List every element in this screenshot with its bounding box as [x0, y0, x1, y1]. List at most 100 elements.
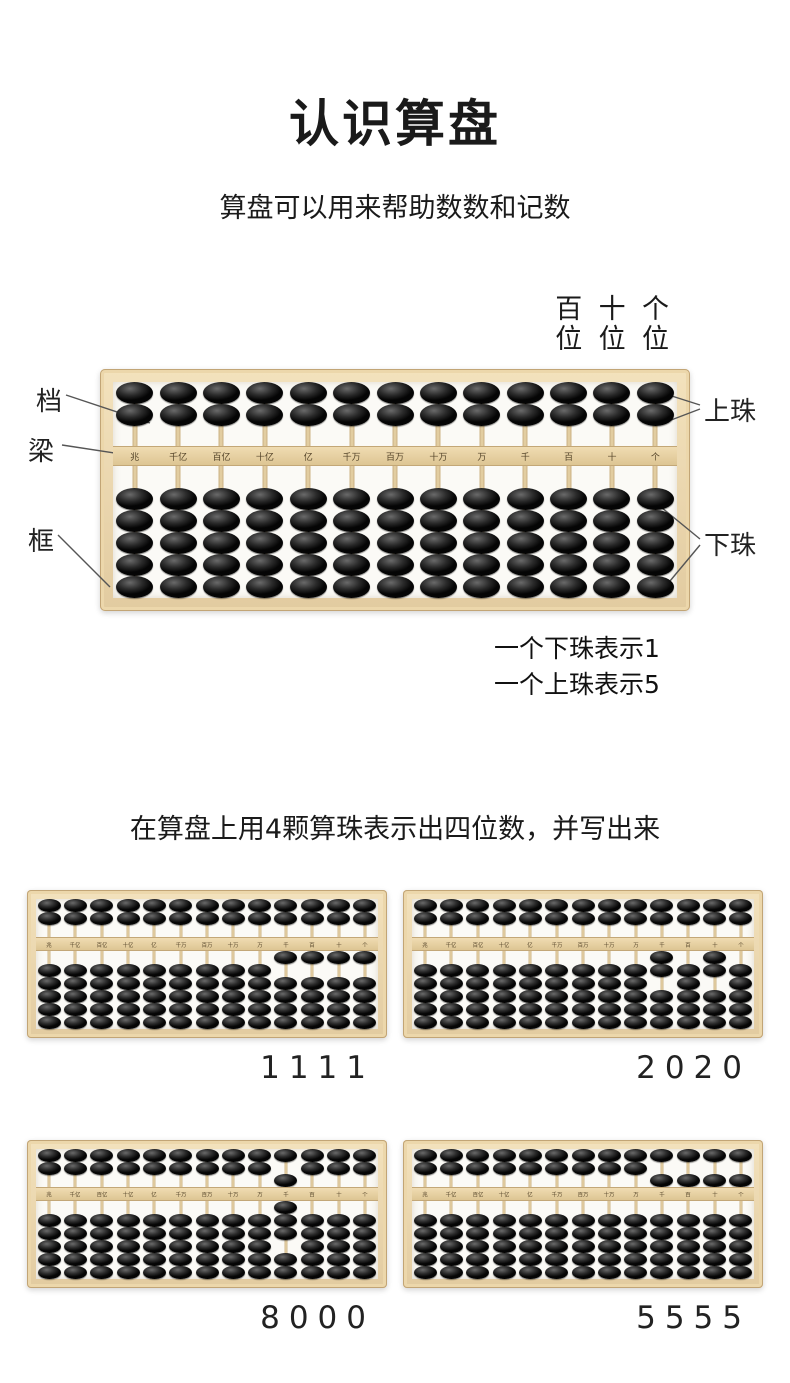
lower-bead — [676, 1253, 700, 1266]
upper-bead — [353, 912, 377, 925]
place-value-label: 千亿 — [446, 1191, 457, 1199]
abacus-rod-column: 十万 — [220, 1149, 247, 1279]
place-value-label: 万 — [477, 452, 487, 463]
lower-bead — [506, 576, 544, 598]
upper-bead — [703, 1149, 727, 1162]
upper-bead — [419, 404, 457, 426]
upper-bead — [116, 1149, 140, 1162]
lower-bead — [419, 554, 457, 576]
upper-deck — [491, 899, 517, 937]
lower-bead — [597, 964, 621, 977]
abacus-rod-column: 千万 — [167, 1149, 194, 1279]
lower-bead — [142, 1253, 166, 1266]
abacus-rod-column: 千 — [503, 382, 547, 598]
lower-bead — [492, 1214, 516, 1227]
beam: 十亿 — [490, 1187, 518, 1201]
beam: 兆 — [412, 937, 439, 951]
lower-bead — [703, 1240, 727, 1253]
abacus-rod-column: 百万 — [373, 382, 417, 598]
upper-bead — [169, 1162, 193, 1175]
lower-bead — [142, 990, 166, 1003]
lower-bead — [571, 964, 595, 977]
lower-bead — [37, 1003, 61, 1016]
lower-bead — [729, 1240, 753, 1253]
lower-bead — [463, 488, 501, 510]
lower-bead — [333, 488, 371, 510]
label-frame: 框 — [28, 527, 55, 557]
lower-bead — [624, 964, 648, 977]
place-value-label: 千 — [520, 452, 530, 463]
lower-bead — [246, 554, 284, 576]
beam: 兆 — [36, 937, 63, 951]
beam: 十万 — [220, 1187, 247, 1201]
lower-bead — [327, 1227, 351, 1240]
lower-bead — [248, 977, 272, 990]
lower-bead — [506, 488, 544, 510]
lower-bead — [63, 1003, 87, 1016]
lower-bead — [37, 1227, 61, 1240]
abacus-rod-column: 十 — [701, 1149, 728, 1279]
lower-deck — [465, 1201, 491, 1279]
abacus-inner-frame: 兆千亿百亿十亿亿千万百万十万万千百十个 — [36, 899, 379, 1029]
abacus-rod-column: 十亿 — [243, 382, 287, 598]
beam: 百亿 — [464, 1187, 491, 1201]
place-value-label: 个 — [362, 941, 368, 949]
lower-bead — [439, 1253, 463, 1266]
abacus-rod-column: 千亿 — [438, 899, 465, 1029]
lower-bead — [248, 964, 272, 977]
lower-deck — [194, 1201, 220, 1279]
place-char: 个 — [641, 294, 669, 325]
place-value-label: 亿 — [527, 1191, 534, 1199]
upper-bead — [518, 1149, 542, 1162]
upper-bead — [169, 912, 193, 925]
upper-deck — [728, 1149, 754, 1187]
beam: 百万 — [569, 937, 597, 951]
abacus-rod-column: 十万 — [596, 899, 623, 1029]
place-value-label: 百万 — [386, 452, 405, 463]
lower-bead — [300, 1003, 324, 1016]
place-value-label: 十 — [335, 1191, 342, 1199]
upper-bead — [413, 912, 437, 925]
lower-deck — [168, 951, 194, 1029]
upper-bead — [289, 404, 327, 426]
upper-deck — [200, 382, 243, 446]
upper-bead — [221, 912, 245, 925]
lower-deck — [649, 1201, 675, 1279]
place-value-label: 百 — [564, 452, 574, 463]
lower-bead — [274, 1253, 298, 1266]
upper-deck — [517, 1149, 543, 1187]
lower-bead — [597, 1253, 621, 1266]
lower-bead — [116, 964, 140, 977]
label-rod: 档 — [36, 387, 63, 417]
note-lower-bead-value: 一个下珠表示1 — [494, 634, 660, 663]
abacus-rod-column: 百亿 — [199, 382, 244, 598]
abacus-rod-column: 个 — [351, 899, 379, 1029]
lower-bead — [142, 1214, 166, 1227]
upper-bead — [353, 899, 377, 912]
upper-bead — [703, 899, 727, 912]
lower-bead — [142, 1266, 166, 1279]
lower-bead — [413, 964, 437, 977]
place-value-label: 千万 — [175, 941, 187, 949]
upper-bead — [248, 912, 272, 925]
lower-deck — [243, 466, 286, 598]
upper-bead — [248, 1149, 272, 1162]
place-value-label: 十万 — [227, 941, 239, 949]
abacus-rod-column: 十万 — [220, 899, 247, 1029]
lower-bead — [703, 1253, 727, 1266]
upper-bead-active — [676, 1174, 700, 1187]
lower-bead — [413, 1003, 437, 1016]
lower-deck — [517, 951, 543, 1029]
lower-bead — [729, 1016, 753, 1029]
place-char: 位 — [641, 324, 669, 356]
beam: 千亿 — [438, 1187, 465, 1201]
lower-bead-active — [703, 951, 727, 964]
lower-bead — [597, 1016, 621, 1029]
lower-bead — [248, 1253, 272, 1266]
page-title: 认识算盘 — [289, 95, 501, 153]
lower-bead — [518, 964, 542, 977]
lower-bead — [221, 1003, 245, 1016]
upper-bead — [327, 1162, 351, 1175]
upper-bead — [195, 1162, 219, 1175]
beam: 万 — [622, 937, 649, 951]
